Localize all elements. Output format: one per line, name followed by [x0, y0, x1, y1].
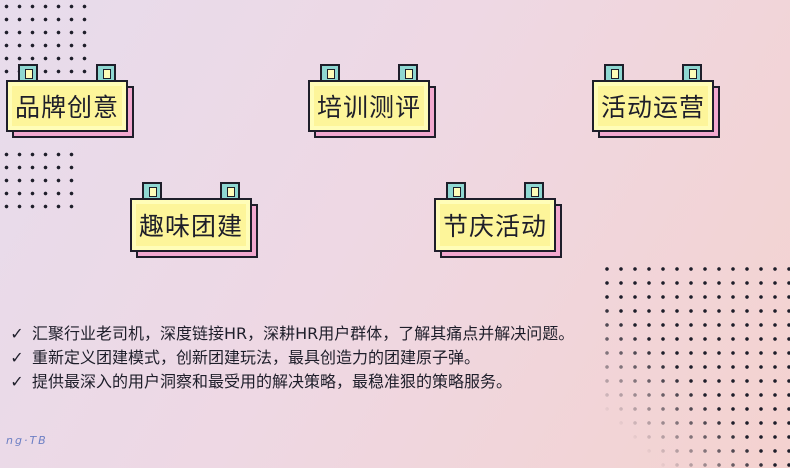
dot-pattern-bottom-right — [600, 262, 790, 468]
tag-event-operations: 活动运营 — [592, 64, 720, 138]
check-icon: ✓ — [10, 372, 24, 391]
check-icon: ✓ — [10, 324, 24, 343]
check-icon: ✓ — [10, 348, 24, 367]
bullet-text: 提供最深入的用户洞察和最受用的解决策略，最稳准狠的策略服务。 — [32, 372, 513, 391]
tag-training-assessment: 培训测评 — [308, 64, 436, 138]
list-item: ✓ 提供最深入的用户洞察和最受用的解决策略，最稳准狠的策略服务。 — [8, 370, 698, 394]
bullet-list: ✓ 汇聚行业老司机，深度链接HR，深耕HR用户群体，了解其痛点并解决问题。 ✓ … — [8, 322, 698, 394]
list-item: ✓ 汇聚行业老司机，深度链接HR，深耕HR用户群体，了解其痛点并解决问题。 — [8, 322, 698, 346]
tag-label: 节庆活动 — [442, 212, 547, 241]
bullet-text: 重新定义团建模式，创新团建玩法，最具创造力的团建原子弹。 — [32, 348, 481, 367]
dot-pattern-left — [0, 148, 80, 214]
tag-fun-teambuilding: 趣味团建 — [130, 182, 258, 258]
tag-label: 活动运营 — [600, 93, 705, 122]
tag-label: 趣味团建 — [138, 212, 243, 241]
tag-label: 培训测评 — [316, 93, 421, 122]
list-item: ✓ 重新定义团建模式，创新团建玩法，最具创造力的团建原子弹。 — [8, 346, 698, 370]
bullet-text: 汇聚行业老司机，深度链接HR，深耕HR用户群体，了解其痛点并解决问题。 — [32, 324, 575, 343]
tag-label: 品牌创意 — [14, 93, 119, 122]
tag-brand-creative: 品牌创意 — [6, 64, 134, 138]
dot-pattern-top-left — [0, 0, 90, 74]
tag-festival-events: 节庆活动 — [434, 182, 562, 258]
footer-watermark: ng·TB — [6, 434, 48, 447]
